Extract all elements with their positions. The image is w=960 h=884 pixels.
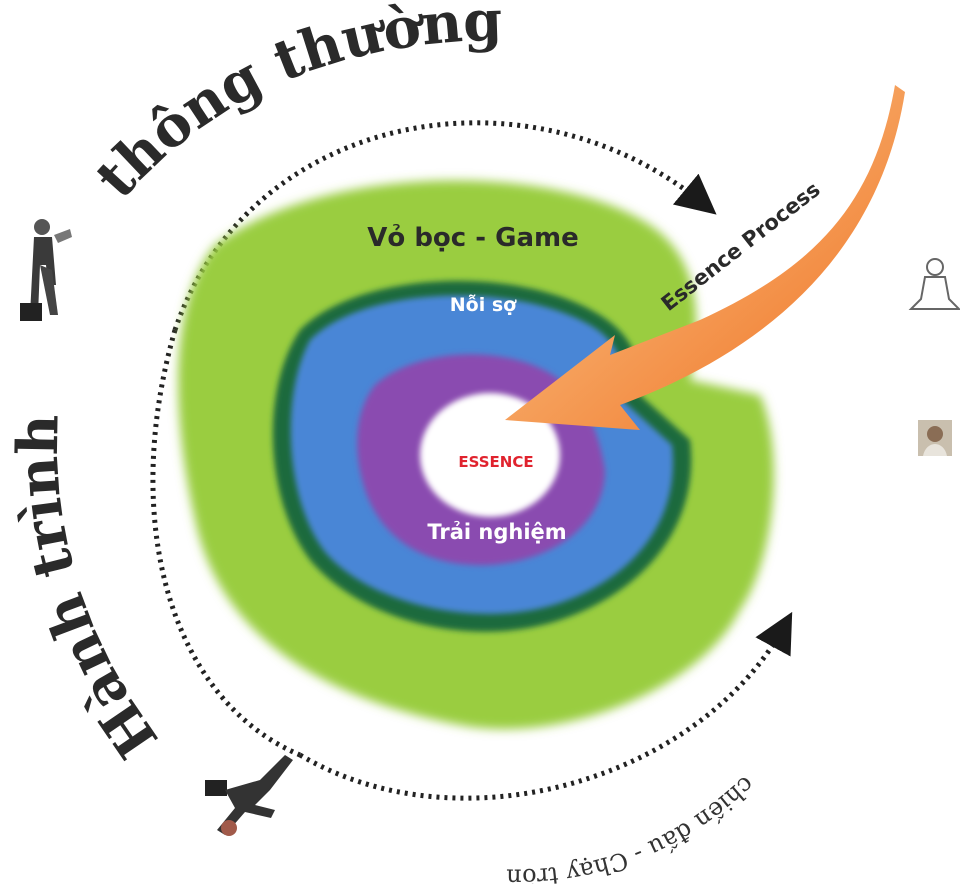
layer-game-label: Vỏ bọc - Game <box>367 222 578 253</box>
journey-arc-left <box>150 329 301 758</box>
falling-businessman-icon <box>205 755 293 836</box>
outer-label-bottom: chiến đấu - Chạy trốn <box>506 771 760 884</box>
outer-label-left: Hành trình <box>5 414 171 770</box>
essence-process-arrow <box>505 85 905 430</box>
layer-fear-label: Nỗi sợ <box>450 292 517 316</box>
essence-core <box>420 393 560 517</box>
tired-businessman-icon <box>20 219 72 321</box>
outer-label-top: thông thường <box>83 0 503 210</box>
sage-portrait-icon <box>918 420 952 456</box>
layer-experience-label: Trải nghiệm <box>427 520 566 544</box>
meditating-buddha-icon <box>908 258 960 310</box>
core-label: ESSENCE <box>458 453 533 471</box>
